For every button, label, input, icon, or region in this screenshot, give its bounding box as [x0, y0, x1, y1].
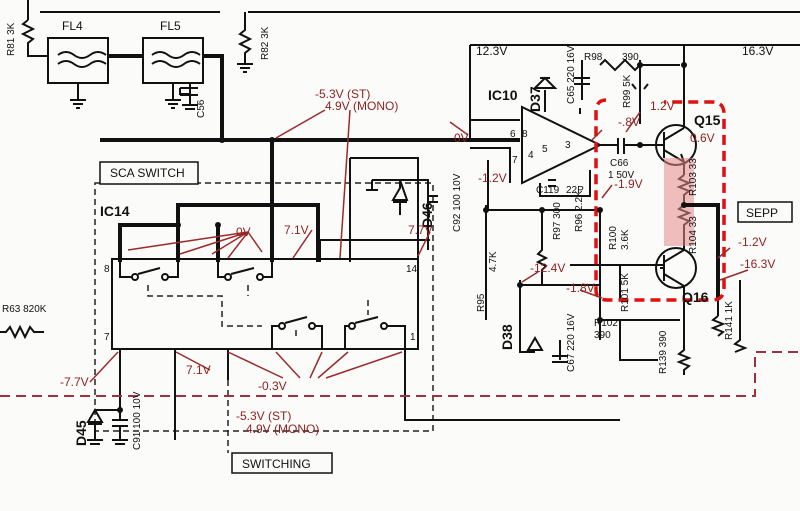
voltage-0v-ic10: 0V [454, 131, 469, 145]
q15-label: Q15 [694, 112, 721, 128]
voltage-q15: 0.6V [690, 131, 715, 145]
d45-label: D45 [73, 420, 89, 446]
r102-value: 390 [594, 330, 611, 341]
d46-label: D46 [419, 202, 435, 228]
voltage-0v-ic14: 0V [236, 225, 251, 239]
voltage-n7-7: -7.7V [60, 375, 89, 389]
ic14-switches [119, 259, 406, 349]
r63-resistor [0, 324, 44, 340]
c65-label: C65 220 16V [566, 45, 577, 104]
c56-label: C56 [196, 99, 207, 118]
r102-label: R102 [594, 318, 618, 329]
switching-label: SWITCHING [242, 457, 311, 471]
voltage-mono-bot: 4.9V (MONO) [246, 422, 319, 436]
ic14-pin7: 7 [104, 332, 110, 343]
voltage-n0-3: -0.3V [258, 379, 287, 393]
ic10-opamp [521, 105, 603, 185]
ic14-block [94, 182, 434, 432]
ic10-pin4: 4 [528, 150, 534, 161]
ic10-pin8: 8 [522, 129, 528, 140]
c91-capacitor [112, 410, 128, 445]
r82-label: R82 3K [260, 26, 271, 60]
r139-label: R139 390 [658, 330, 669, 374]
q16-label: Q16 [682, 289, 709, 305]
voltage-arrows [89, 109, 749, 383]
c66-value: 1 50V [608, 170, 634, 181]
r103-label: R103 33 [688, 158, 699, 196]
ic14-label: IC14 [100, 203, 130, 219]
d37-label: D37 [527, 86, 543, 112]
r95-value: 4.7K [488, 251, 499, 272]
r95-label: R95 [476, 293, 487, 312]
voltage-n1-8: -1.8V [566, 281, 595, 295]
voltage-n0-8: -.8V [618, 115, 640, 129]
rail-12v: 12.3V [476, 44, 507, 58]
sepp-box [737, 201, 793, 223]
c119-label: C119 [536, 185, 560, 196]
r96-label: R96 2.2K [574, 190, 585, 232]
d38-label: D38 [499, 324, 515, 350]
switching-box [231, 452, 333, 474]
r100-label: R100 [608, 226, 619, 250]
ic10-pin7: 7 [512, 155, 518, 166]
voltage-n12-4: -12.4V [530, 261, 565, 275]
r81-label: R81 3K [6, 22, 17, 56]
r101-label: R101 5K [620, 273, 631, 312]
r63-label: R63 820K [2, 304, 47, 315]
voltage-7-1b: 7.1V [186, 363, 211, 377]
top-signal-chain [20, 0, 800, 128]
voltage-n16-3: -16.3V [740, 257, 775, 271]
ic14-pin14: 14 [406, 264, 418, 275]
voltage-7-7: 7.7V [408, 223, 433, 237]
c92-label: C92 100 10V [452, 173, 463, 232]
c91-label: C91 100 10V [132, 391, 143, 450]
sca-switch-label: SCA SWITCH [110, 166, 185, 180]
c67-label: C67 220 16V [566, 313, 577, 372]
voltage-st-bot: -5.3V (ST) [236, 409, 291, 423]
r141-label: R141 1K [724, 301, 735, 340]
voltage-7-1a: 7.1V [284, 223, 309, 237]
ic14-pin1: 1 [410, 332, 416, 343]
r104-label: R104 33 [688, 216, 699, 254]
r103-r104-highlight [664, 158, 694, 246]
voltage-1-2: 1.2V [650, 99, 675, 113]
c66-label: C66 [610, 158, 629, 169]
voltage-mono-top: 4.9V (MONO) [325, 99, 398, 113]
voltage-st-top: -5.3V (ST) [315, 87, 370, 101]
c119-value: 22P [566, 185, 584, 196]
r98-label: R98 [584, 52, 603, 63]
ic10-pin5: 5 [542, 144, 548, 155]
ic14-pin8: 8 [104, 264, 110, 275]
ic10-label: IC10 [488, 87, 518, 103]
r100-value: 3.6K [620, 229, 631, 250]
sepp-label: SEPP [746, 206, 778, 220]
junction-dots [117, 62, 687, 413]
rail-16v: 16.3V [742, 44, 773, 58]
r99-label: R99 5K [622, 74, 633, 108]
sca-switch-box [99, 161, 199, 185]
ic10-pin6: 6 [510, 129, 516, 140]
fl4-label: FL4 [62, 19, 83, 33]
highlight-region [594, 98, 726, 302]
fl5-label: FL5 [160, 19, 181, 33]
voltage-n1-9: -1.9V [614, 177, 643, 191]
voltage-n1-2-in: -1.2V [478, 171, 507, 185]
r97-label: R97 300 [552, 202, 563, 240]
r98-value: 390 [622, 52, 639, 63]
ic14-body [111, 258, 419, 350]
voltage-n1-2-out: -1.2V [738, 235, 767, 249]
q16-transistor [655, 247, 697, 289]
ic10-pin3: 3 [565, 140, 571, 151]
signal-path-marker [0, 351, 800, 397]
d46-c92 [366, 179, 438, 250]
